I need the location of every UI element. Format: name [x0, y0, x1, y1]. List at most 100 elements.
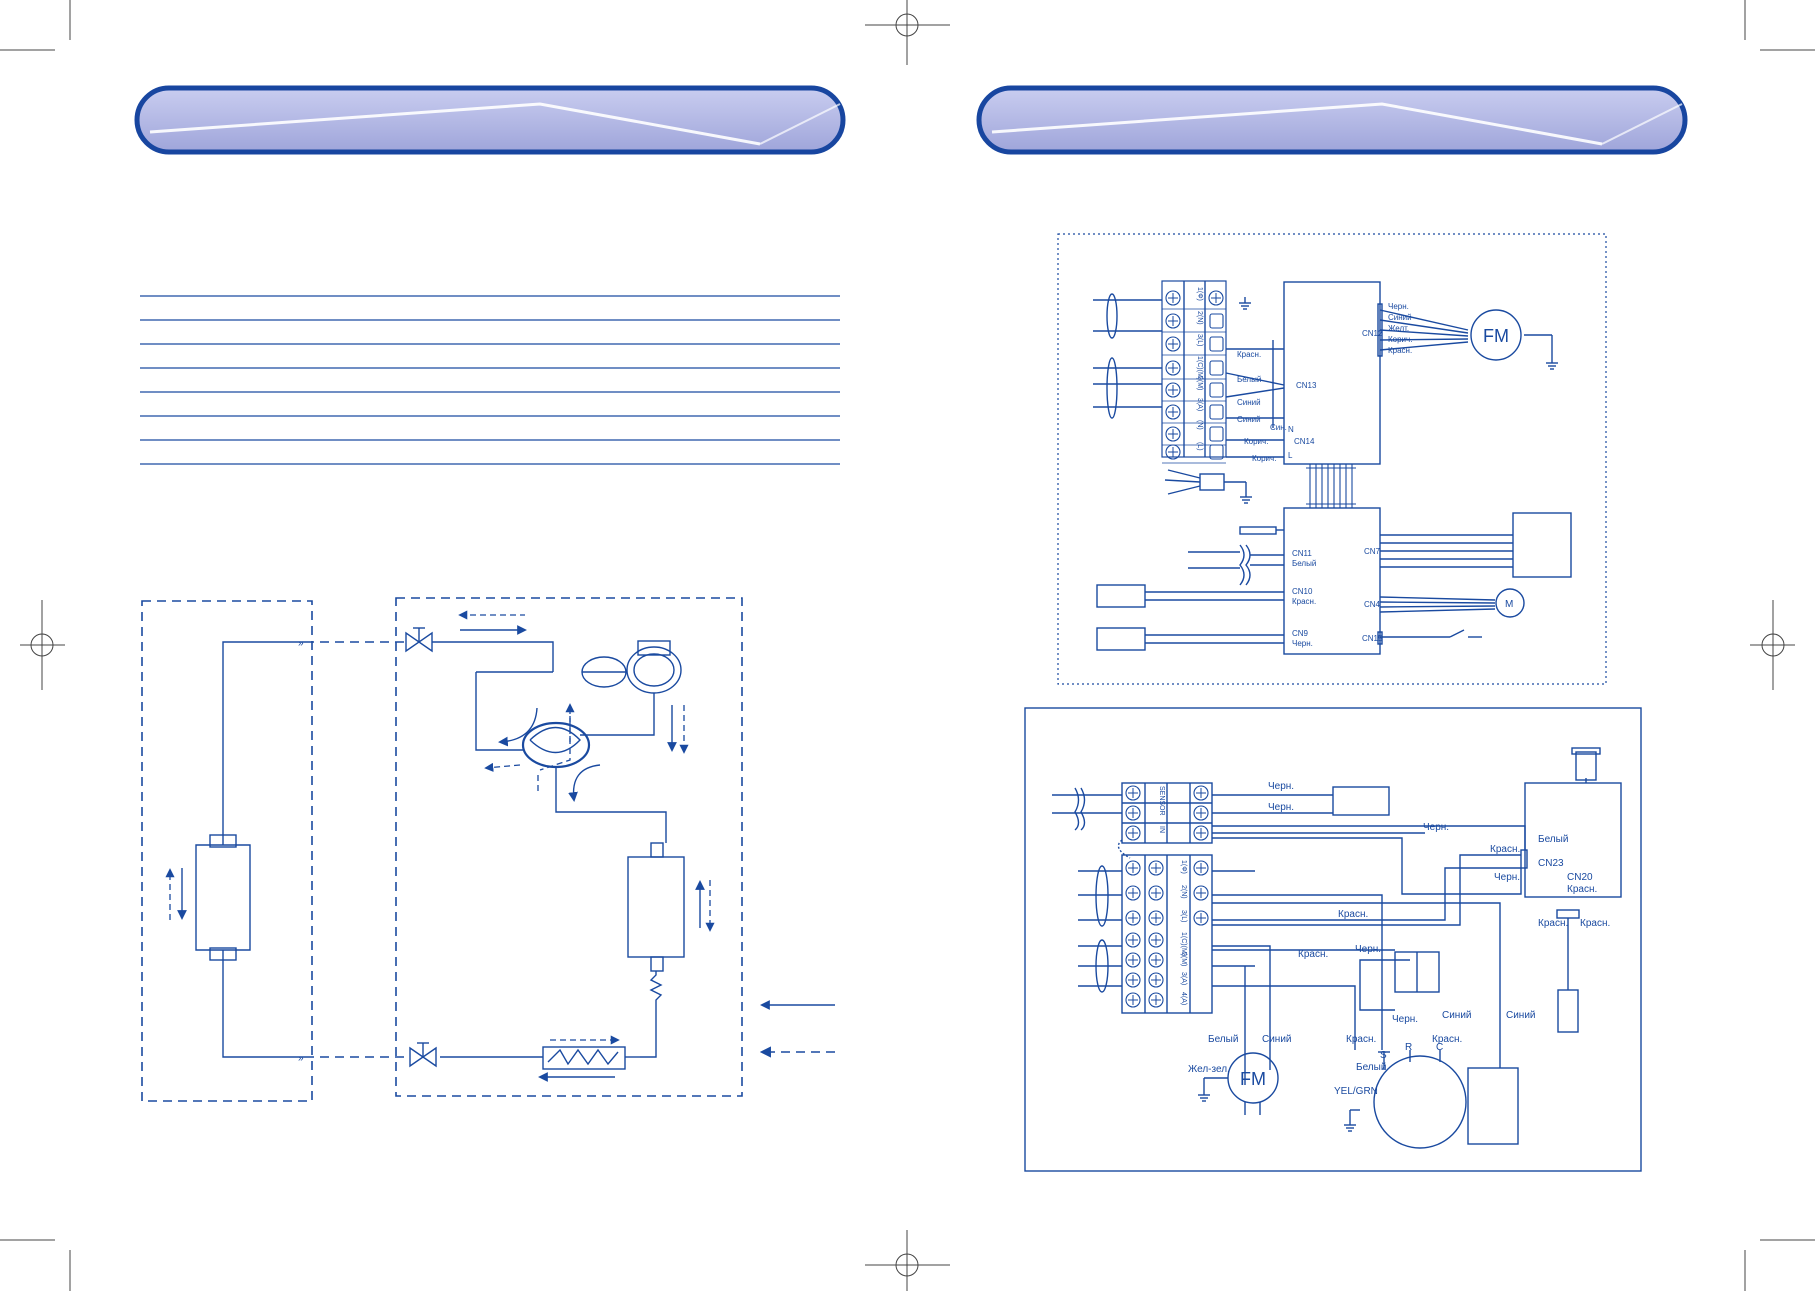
- indoor-terminal-clip: [1209, 313, 1224, 329]
- outdoor-terminal-screw-mid-cross: [1151, 888, 1161, 898]
- registration-mark-left: [20, 600, 65, 690]
- out-wire-0: Черн.: [1268, 781, 1294, 792]
- indoor-term-2: 3(L): [1196, 334, 1203, 346]
- indoor-terminal-screw: [1165, 444, 1181, 460]
- indoor-terminal-screw-cross: [1168, 385, 1178, 395]
- indoor-m-label: M: [1505, 599, 1513, 610]
- indoor-term-3: 1(C)(M): [1196, 356, 1203, 380]
- registration-mark-top: [865, 0, 950, 65]
- fm-wire-2: Желт.: [1388, 324, 1409, 333]
- outdoor-terminal-screw-mid: [1148, 932, 1164, 948]
- indoor-cn11-label: CN11: [1292, 549, 1312, 558]
- outdoor-terminal-screw-mid-cross: [1151, 955, 1161, 965]
- out-wire-13: Белый: [1208, 1034, 1238, 1045]
- indoor-terminal-screw-cross: [1168, 363, 1178, 373]
- refrigerant-circuit: » »: [141, 597, 835, 1102]
- indoor-terminal-screw: [1165, 426, 1181, 442]
- sensor-terminal-screw-right-cross: [1196, 828, 1206, 838]
- indoor-term-7: (L): [1196, 442, 1203, 451]
- indoor-cn9-label: CN9: [1292, 629, 1309, 638]
- outdoor-term-2: 3(L): [1180, 910, 1187, 922]
- outdoor-compressor: [1373, 1055, 1467, 1149]
- compressor-pin-s: S: [1380, 1050, 1387, 1061]
- svg-text:»: »: [298, 1053, 304, 1064]
- term-wire-5: Корич.: [1252, 454, 1276, 463]
- outdoor-terminal-screw-right: [1193, 910, 1209, 926]
- indoor-terminal-screw-cross: [1168, 429, 1178, 439]
- outdoor-terminal-screw-mid: [1148, 992, 1164, 1008]
- out-wire-18: Красн.: [1567, 884, 1597, 895]
- out-wire-16: Жел-зел.: [1188, 1064, 1230, 1075]
- yel-grn-label: YEL/GRN: [1334, 1086, 1378, 1097]
- n-label: N: [1288, 425, 1294, 434]
- header-banner-left: [134, 85, 846, 155]
- out-wire-11: Синий: [1506, 1010, 1536, 1021]
- indoor-terminal-clip: [1209, 404, 1224, 420]
- l-label: L: [1288, 451, 1293, 460]
- indoor-terminal-clip: [1209, 444, 1224, 460]
- indoor-fan-motor: [1470, 309, 1522, 361]
- outdoor-terminal-screw-mid-cross: [1151, 995, 1161, 1005]
- service-valve-bottom: [409, 1042, 437, 1068]
- fm-wire-3: Корич.: [1388, 335, 1412, 344]
- indoor-terminal-clip: [1209, 336, 1224, 352]
- svg-text:»: »: [298, 638, 304, 649]
- outdoor-term-1: 2(N): [1180, 885, 1187, 899]
- outdoor-wiring-diagram: [1024, 707, 1642, 1172]
- indoor-terminal-clip: [1209, 426, 1224, 442]
- four-way-valve: [521, 721, 591, 769]
- indoor-terminal-screw: [1165, 382, 1181, 398]
- indoor-terminal-clip: [1209, 360, 1224, 376]
- cn23-label: CN23: [1538, 858, 1564, 869]
- indoor-terminal-screw-cross: [1168, 447, 1178, 457]
- out-wire-14: Синий: [1262, 1034, 1292, 1045]
- outdoor-terminal-screw-mid: [1148, 952, 1164, 968]
- indoor-cn10-label: CN10: [1292, 587, 1313, 596]
- sensor-terminal-screw-right: [1193, 805, 1209, 821]
- service-valve-top: [405, 627, 433, 653]
- outdoor-terminal-screw-cross: [1128, 888, 1138, 898]
- registration-mark-right: [1750, 600, 1795, 690]
- sensor-term-0: SENSOR: [1158, 786, 1165, 816]
- outdoor-terminal-screw: [1125, 952, 1141, 968]
- out-wire-4: Черн.: [1494, 872, 1520, 883]
- indoor-terminal-clip: [1209, 382, 1224, 398]
- sensor-terminal-screw-right: [1193, 825, 1209, 841]
- cn11-color: Белый: [1292, 559, 1316, 568]
- outdoor-term-4: 2(M): [1180, 952, 1187, 966]
- outdoor-terminal-screw: [1125, 972, 1141, 988]
- outdoor-terminal-screw-cross: [1128, 955, 1138, 965]
- out-wire-10: Синий: [1442, 1010, 1472, 1021]
- indoor-cn14-label: CN14: [1294, 437, 1315, 446]
- outdoor-terminal-screw: [1125, 860, 1141, 876]
- outdoor-term-6: 4(A): [1180, 992, 1187, 1005]
- indoor-cn4-label: CN4: [1364, 600, 1381, 609]
- outdoor-terminal-screw: [1125, 992, 1141, 1008]
- indoor-terminal-screw-cross: [1168, 339, 1178, 349]
- fm-wire-1: Синий: [1388, 313, 1412, 322]
- outdoor-unit-box: [395, 597, 743, 1097]
- out-wire-3: Красн.: [1490, 844, 1520, 855]
- outdoor-terminal-screw-right-cross: [1196, 913, 1206, 923]
- out-wire-6: Красн.: [1298, 949, 1328, 960]
- outdoor-fm-label: FM: [1240, 1069, 1266, 1089]
- outdoor-term-5: 3(A): [1180, 972, 1187, 985]
- outdoor-terminal-screw-mid: [1148, 885, 1164, 901]
- out-wire-2: Черн.: [1423, 822, 1449, 833]
- indoor-terminal-screw: [1165, 290, 1181, 306]
- outdoor-capacitor: [1467, 1067, 1519, 1145]
- term-wire-2: Синий: [1237, 398, 1261, 407]
- outdoor-terminal-screw: [1125, 910, 1141, 926]
- sensor-terminal-screw-right-cross: [1196, 808, 1206, 818]
- outdoor-terminal-screw-cross: [1128, 975, 1138, 985]
- term-wire-0: Красн.: [1237, 350, 1261, 359]
- indoor-terminal-screw-cross: [1168, 293, 1178, 303]
- indoor-terminal-screw-cross: [1168, 316, 1178, 326]
- sensor-term-1: IN: [1158, 826, 1165, 833]
- indoor-step-motor: [1495, 588, 1525, 618]
- out-wire-19: Красн.: [1538, 918, 1568, 929]
- compressor-pin-r: R: [1405, 1042, 1412, 1053]
- outdoor-terminal-screw-mid-cross: [1151, 975, 1161, 985]
- outdoor-terminal-screw-cross: [1128, 935, 1138, 945]
